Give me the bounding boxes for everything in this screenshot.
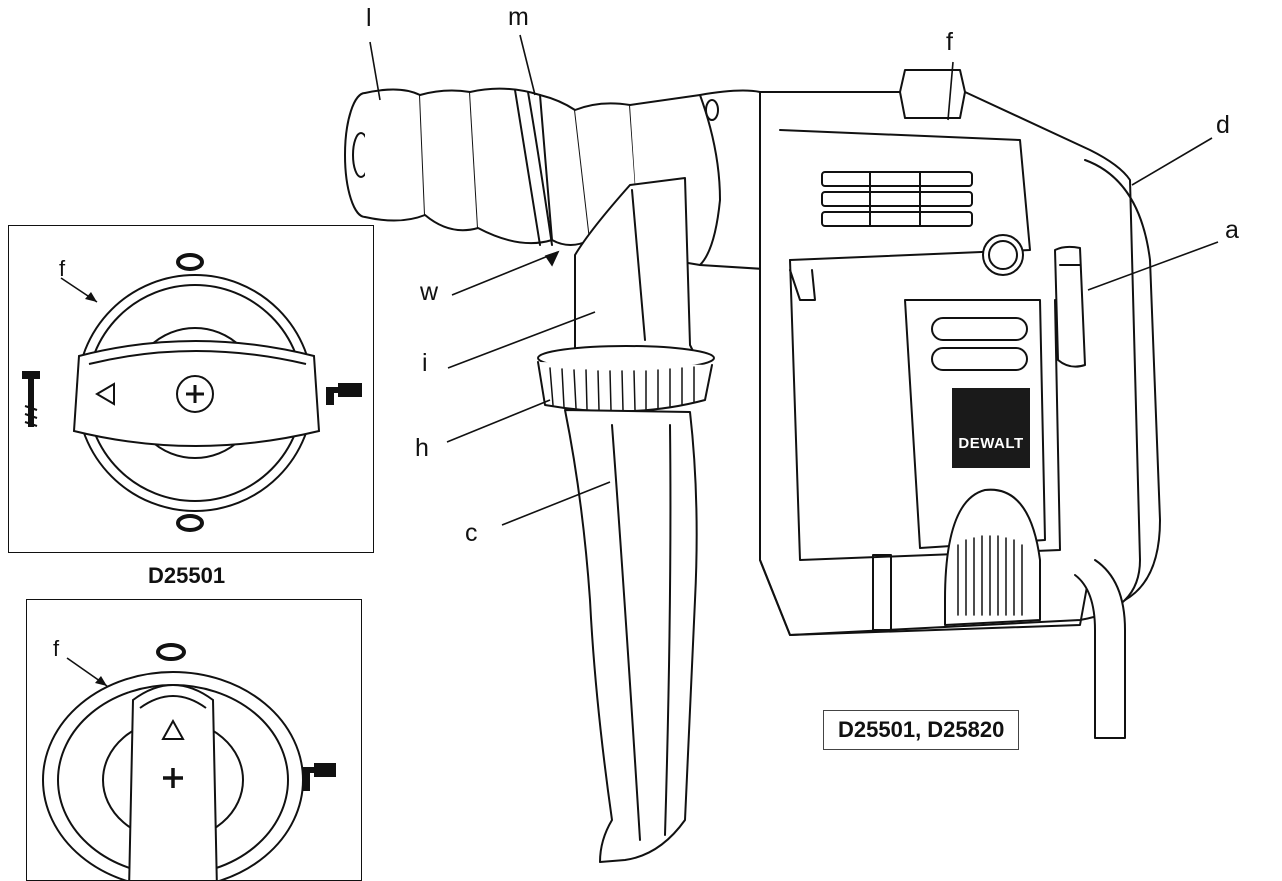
leader-i (447, 311, 596, 369)
mode-selector-detail-bottom: f (26, 599, 362, 881)
model-label-box: D25501, D25820 (823, 710, 1020, 750)
hammer-drill-icon (22, 371, 40, 427)
rotation-stop-icon-top (176, 253, 204, 271)
leader-a (1087, 241, 1219, 291)
detail-bottom-pointer-label: f (53, 636, 60, 661)
leader-w-arrowhead (544, 250, 560, 267)
callout-m: m (508, 3, 529, 31)
detail-top-pointer-label: f (59, 256, 66, 281)
callout-i: i (422, 349, 428, 377)
mode-selector-dial-bottom (42, 643, 336, 880)
detail-top-caption: D25501 (148, 563, 226, 588)
mode-selector-dial-top (22, 253, 362, 532)
callout-l: l (366, 4, 372, 32)
pointer-triangle-icon (95, 382, 115, 406)
callout-w: w (420, 278, 439, 306)
leader-m (519, 34, 536, 96)
callout-h: h (415, 434, 429, 462)
callout-d: d (1216, 111, 1230, 139)
brand-logo: DEWALT (952, 388, 1030, 468)
mode-selector-detail-top: f (8, 225, 374, 553)
leader-l (369, 41, 381, 101)
leader-c (501, 481, 611, 526)
drill-bit-icon (24, 405, 38, 427)
leader-w (451, 251, 559, 296)
leader-h (446, 399, 551, 443)
rotation-stop-icon-bottom (176, 514, 204, 532)
rotation-stop-icon-bottom-dial (156, 643, 186, 661)
brand-logo-text: DEWALT (958, 435, 1024, 452)
chisel-icon (326, 383, 362, 405)
model-label: D25501, D25820 (838, 717, 1005, 742)
pointer-triangle-icon-bottom (161, 718, 185, 740)
chisel-icon-bottom (302, 763, 336, 791)
callout-f: f (946, 28, 953, 56)
callout-c: c (465, 519, 478, 547)
leader-d (1131, 137, 1213, 186)
callout-a: a (1225, 216, 1239, 244)
leader-f (947, 61, 954, 121)
